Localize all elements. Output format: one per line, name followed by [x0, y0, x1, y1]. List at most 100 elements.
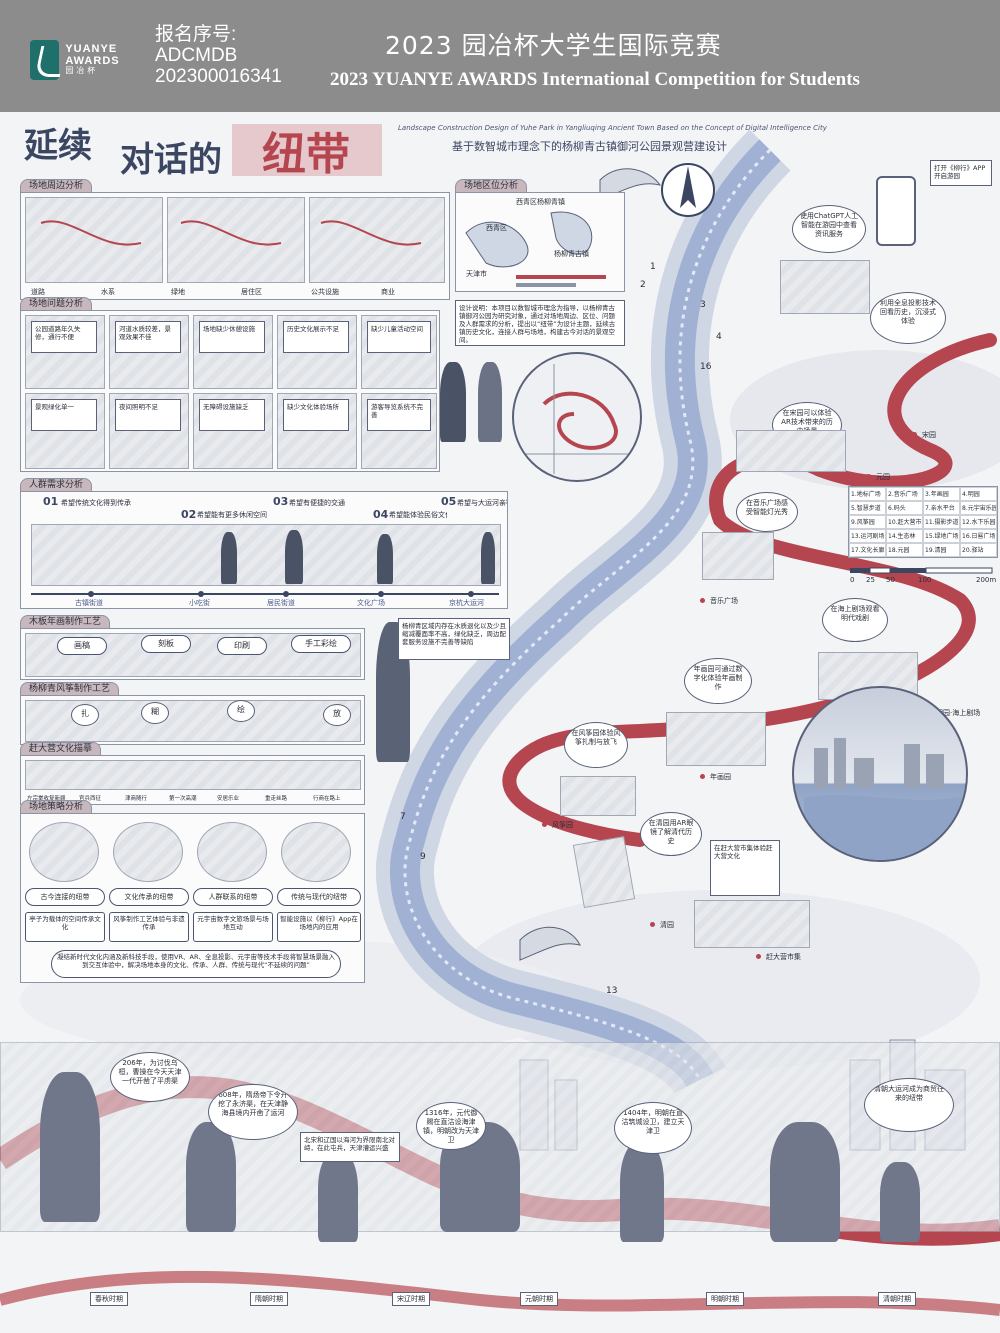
needs-text-2: 希望能有更多休闲空间	[197, 511, 267, 519]
era-label-2: 隋朝时期	[250, 1292, 288, 1306]
kite-step-2: 糊	[141, 702, 169, 724]
map-number-16: 16	[700, 362, 712, 372]
location-label-area: 西青区杨柳青镇	[516, 198, 565, 206]
subtitle-cn: 基于数智城市理念下的杨柳青古镇御河公园景观营建设计	[452, 140, 727, 153]
strategy-panel: 古今连接的纽带 文化传承的纽带 人群联系的纽带 传统与现代的纽带 亭子为载体的空…	[20, 813, 365, 983]
legend-item: 10.赶大营市集	[886, 515, 923, 529]
needs-text-1: 希望传统文化得到传承	[61, 499, 131, 507]
map-bubble-ming: 在海上剧场观看明代戏剧	[822, 598, 888, 642]
strategy-illus-2	[113, 822, 183, 882]
person-figure	[481, 532, 495, 584]
needs-place-2: 小吃街	[189, 599, 210, 607]
legend-item: 4.明园	[960, 487, 997, 501]
scale-50: 50	[886, 576, 895, 584]
logo-subtext: 园冶杯	[65, 66, 99, 76]
strategy-desc-3: 元宇宙数字文旅场景与场地互动	[193, 912, 273, 942]
needs-place-4: 文化广场	[357, 599, 385, 607]
legend-item: 13.运河剧场	[849, 529, 886, 543]
yuan-garden-scene	[736, 430, 846, 472]
era-label-3: 宋辽时期	[392, 1292, 430, 1306]
poster: 延续 对话的 纽带 Landscape Construction Design …	[0, 112, 1000, 1333]
nianhua-garden-scene	[666, 712, 766, 766]
problem-bubble-4: 历史文化展示不足	[283, 321, 349, 353]
strategy-summary: 凝结新时代文化内涵及新科技手段，使用VR、AR、全息投影、元宇宙等技术手段将智慧…	[51, 950, 341, 978]
qing-garden-photo	[572, 835, 636, 909]
era-label-5: 明朝时期	[706, 1292, 744, 1306]
map-bubble-kite: 在风筝园体验风筝扎制与放飞	[564, 722, 628, 768]
spot-label-music: 音乐广场	[710, 597, 738, 605]
historical-figure	[620, 1142, 664, 1242]
problem-bubble-9: 缺少文化体验场所	[283, 399, 349, 431]
gan-da-ying-sketch	[25, 760, 361, 790]
gan-caption-3: 津商随行	[125, 796, 148, 802]
map-number-2: 2	[640, 280, 646, 290]
legend-item: 2.音乐广场	[886, 487, 923, 501]
reg-code: ADCMDB	[155, 45, 238, 66]
historical-figure	[880, 1162, 920, 1242]
strategy-illus-1	[29, 822, 99, 882]
map-scale-bar	[850, 567, 993, 574]
legend-item: 19.清园	[923, 543, 960, 557]
spot-marker-song	[912, 432, 917, 437]
problem-bubble-1: 公园道路年久失修，通行不便	[31, 321, 97, 353]
timeline-event-1: 206年，为讨伐乌桓，曹操在今天天津一代开凿了平虏渠	[110, 1052, 190, 1102]
timeline-event-2: 608年，隋炀帝下令开挖了永济渠，在天津静海县境内开凿了运河	[208, 1084, 298, 1140]
kite-garden-scene	[560, 776, 636, 816]
spot-label-qing: 清园	[660, 921, 674, 929]
era-label-1: 春秋时期	[90, 1292, 128, 1306]
wood-step-3: 印刷	[217, 637, 267, 655]
yuanye-logo-icon	[30, 40, 60, 80]
problem-bubble-7: 夜间照明不足	[115, 399, 181, 431]
location-label-tianjin: 天津市	[466, 270, 487, 278]
historical-figure	[40, 1072, 100, 1222]
needs-place-3: 居民街道	[267, 599, 295, 607]
design-description: 设计说明：本项目以数智城市理念为指导，以杨柳青古镇御河公园为研究对象，通过对场地…	[455, 300, 625, 346]
registration-info: 报名序号: ADCMDB 202300016341	[155, 24, 282, 87]
legend-item: 18.元园	[886, 543, 923, 557]
subtitle-en: Landscape Construction Design of Yuhe Pa…	[398, 124, 827, 132]
legend-item: 6.码头	[886, 501, 923, 515]
map-number-7: 7	[400, 812, 406, 822]
site-detail-circle	[512, 352, 642, 482]
map-number-13: 13	[606, 986, 618, 996]
legend-item: 16.日晷广场	[960, 529, 997, 543]
main-title-part2: 对话的	[120, 140, 222, 180]
map-number-9: 9	[420, 852, 426, 862]
legend-item: 14.生态林	[886, 529, 923, 543]
spot-label-nianhua: 年画园	[710, 773, 731, 781]
wood-step-4: 手工彩绘	[291, 635, 351, 653]
legend-item: 17.文化长廊	[849, 543, 886, 557]
historical-figure	[186, 1122, 236, 1232]
competition-title-cn: 2023 园冶杯大学生国际竞赛	[385, 31, 722, 60]
map-bubble-qing: 在清园用AR眼镜了解清代历史	[640, 812, 702, 856]
gan-caption-2: 官兵西征	[79, 796, 102, 802]
location-label-xiqing: 西青区	[486, 224, 507, 232]
main-title-part3: 纽带	[262, 129, 350, 180]
spot-marker-kite	[542, 822, 547, 827]
gan-caption-5: 安居乐业	[217, 796, 240, 802]
map-bubble-nianhua: 年画园可通过数字化体验年画制作	[684, 658, 752, 704]
context-map-facilities	[309, 197, 445, 283]
title-highlight-band	[232, 124, 382, 176]
timeline-event-4: 1316年，元代御赐在直沽设海津镇，明朝改为天津卫	[416, 1102, 486, 1150]
spot-marker-qing	[650, 922, 655, 927]
legend-item: 1.地标广场	[849, 487, 886, 501]
strategy-card-2: 文化传承的纽带	[109, 888, 189, 906]
problem-bubble-10: 游客导览系统不完善	[367, 399, 431, 431]
era-label-6: 清朝时期	[878, 1292, 916, 1306]
logo-text: YUANYE AWARDS	[65, 43, 120, 67]
spot-label-yuan: 元园	[876, 473, 890, 481]
legend-item: 11.摄影步道	[923, 515, 960, 529]
site-context-panel: 道路 水系 绿地 居住区 公共设施 商业	[20, 192, 450, 300]
needs-text-5: 希望与大运河亲密接触	[457, 499, 507, 507]
context-map-water	[167, 197, 305, 283]
legend-item: 8.元宇宙乐园	[960, 501, 997, 515]
strategy-card-4: 传统与现代的纽带	[277, 888, 361, 906]
needs-text-3: 希望有便捷的交通	[289, 499, 345, 507]
historical-figure	[770, 1122, 840, 1242]
spot-marker-nianhua	[700, 774, 705, 779]
strategy-illus-3	[197, 822, 267, 882]
spot-marker-gan	[756, 954, 761, 959]
gan-caption-1: 左宗棠收复新疆	[27, 796, 66, 802]
crowd-needs-panel: 01 02 03 04 05 希望传统文化得到传承 希望能有更多休闲空间 希望有…	[20, 491, 508, 609]
